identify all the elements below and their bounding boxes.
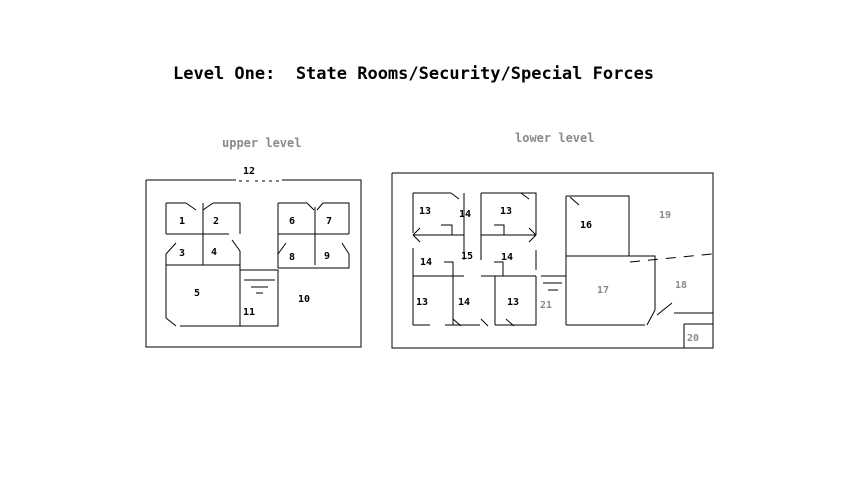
room-label: 13 xyxy=(500,206,512,217)
room-label: 5 xyxy=(194,288,200,299)
room-label: 13 xyxy=(507,297,519,308)
room-label: 9 xyxy=(324,251,330,262)
room-label: 20 xyxy=(687,333,699,344)
room-label: 7 xyxy=(326,216,332,227)
lower-level-label: lower level xyxy=(515,131,595,145)
room-numbers: 12 1 2 3 4 5 11 6 7 8 9 10 13 14 13 14 1… xyxy=(179,166,592,318)
room-label: 6 xyxy=(289,216,295,227)
room-label: 18 xyxy=(675,280,687,291)
room-label: 4 xyxy=(211,247,217,258)
upper-level-label: upper level xyxy=(222,136,302,150)
room-label: 11 xyxy=(243,307,255,318)
room-label: 10 xyxy=(298,294,310,305)
room-label: 13 xyxy=(416,297,428,308)
room-label: 13 xyxy=(419,206,431,217)
room-numbers-grey: 21 17 19 18 20 xyxy=(540,210,699,344)
room-label: 14 xyxy=(420,257,432,268)
upper-level-plan xyxy=(145,179,362,348)
room-label: 3 xyxy=(179,248,185,259)
room-label: 14 xyxy=(459,209,471,220)
room-label: 14 xyxy=(501,252,513,263)
room-label: 12 xyxy=(243,166,255,177)
map-title: Level One: State Rooms/Security/Special … xyxy=(173,64,655,84)
room-label: 2 xyxy=(213,216,219,227)
room-label: 1 xyxy=(179,216,185,227)
room-label: 17 xyxy=(597,285,609,296)
lower-level-plan xyxy=(391,172,714,349)
room-label: 21 xyxy=(540,300,552,311)
room-label: 15 xyxy=(461,251,473,262)
room-label: 19 xyxy=(659,210,671,221)
room-label: 16 xyxy=(580,220,592,231)
room-label: 14 xyxy=(458,297,470,308)
room-label: 8 xyxy=(289,252,295,263)
